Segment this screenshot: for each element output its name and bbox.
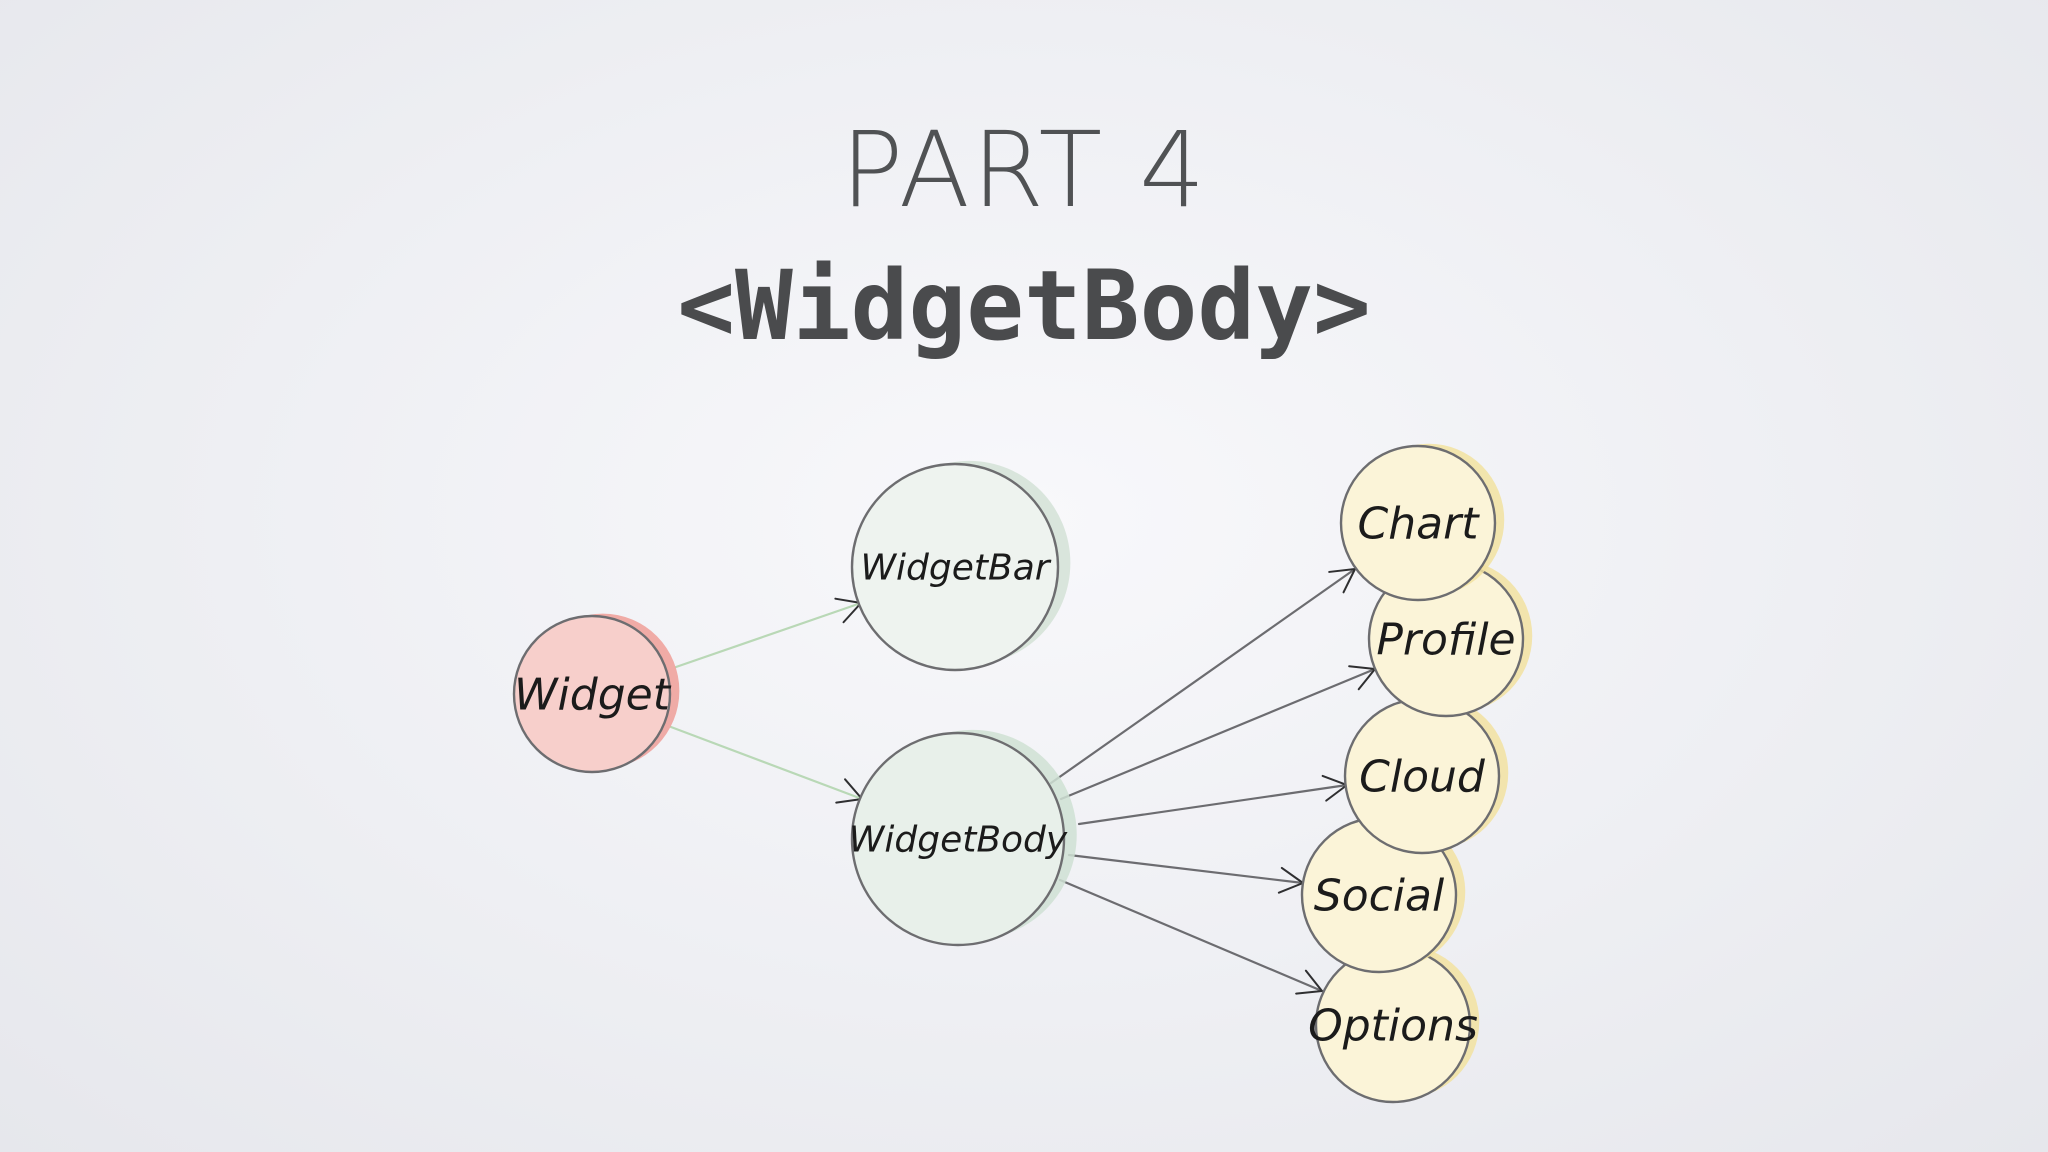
node-widget: Widget [512,613,680,774]
node-label-chart: Chart [1358,498,1481,549]
edge-line [669,725,864,801]
slide-subtitle: <WidgetBody> [677,250,1371,362]
edge-widgetbody-cloud [1077,774,1349,826]
node-fill [1316,948,1470,1102]
edge-widgetbody-options [1058,878,1324,995]
node-options: Options [1308,945,1480,1104]
node-outline [512,614,672,774]
edge-widgetbody-social [1067,853,1305,894]
slide-title: PART 4 [840,109,1208,231]
node-outline [1339,444,1497,602]
node-cloud: Cloud [1343,696,1509,855]
node-fill [514,616,670,772]
node-social: Social [1300,815,1466,974]
edge-line [1059,667,1377,801]
node-label-widget: Widget [514,669,672,720]
edge-widgetbody-chart [1049,567,1357,785]
edge-line [1067,853,1305,885]
edge-line [1077,783,1349,826]
edge-line [674,601,863,669]
node-fill [1341,446,1495,600]
node-chart: Chart [1339,443,1505,602]
edge-line [1049,567,1357,785]
edge-line [1058,878,1324,993]
arrowhead-icon [1295,969,1323,995]
edge-widgetbody-profile [1059,665,1377,801]
edge-widget-widgetbody [669,725,864,804]
node-fill [1345,699,1499,853]
node-label-cloud: Cloud [1359,751,1486,802]
node-label-widgetbar: WidgetBar [860,548,1051,589]
edge-widget-widgetbar [674,597,863,669]
node-widgetbar: WidgetBar [850,460,1071,672]
node-label-options: Options [1308,1000,1478,1051]
node-outline [850,731,1066,947]
node-label-profile: Profile [1376,614,1515,665]
node-fill [852,464,1058,670]
node-label-social: Social [1314,870,1445,921]
node-outline [850,462,1060,672]
node-fill [852,733,1064,945]
node-label-widgetbody: WidgetBody [849,820,1068,861]
node-widgetbody: WidgetBody [849,729,1077,947]
node-fill [1369,562,1523,716]
node-fill [1302,818,1456,972]
